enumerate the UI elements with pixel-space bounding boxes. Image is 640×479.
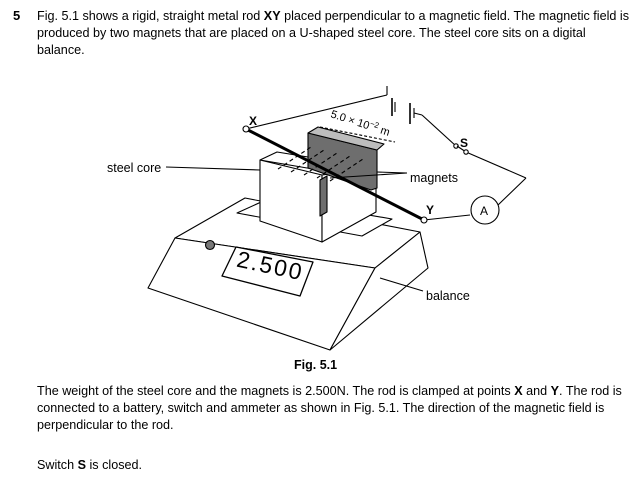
clamp-y xyxy=(420,216,428,224)
label-ammeter: A xyxy=(480,204,488,218)
label-balance: balance xyxy=(426,289,470,303)
label-y: Y xyxy=(426,203,434,217)
label-x: X xyxy=(249,114,257,128)
circuit-wire-right-down xyxy=(496,177,527,207)
switch-statement: Switch S is closed. xyxy=(37,458,142,472)
balance-right-side xyxy=(329,231,429,351)
figure-caption: Fig. 5.1 xyxy=(294,358,338,372)
ammeter-icon xyxy=(470,195,500,225)
label-magnets: magnets xyxy=(410,171,458,185)
question-intro: Fig. 5.1 shows a rigid, straight metal r… xyxy=(37,9,630,57)
circuit-wire-back xyxy=(245,94,388,130)
leader-steel-core xyxy=(165,166,261,171)
switch-icon xyxy=(453,143,469,155)
rod-xy xyxy=(245,127,425,222)
battery-icon xyxy=(386,86,423,124)
circuit-wire-right xyxy=(465,151,527,179)
leader-balance xyxy=(379,277,424,292)
clamp-x xyxy=(242,125,250,133)
leader-magnets xyxy=(329,172,408,179)
circuit-wire-front xyxy=(423,214,471,221)
dimension-line xyxy=(319,126,396,143)
question-body: The weight of the steel core and the mag… xyxy=(37,384,622,432)
leader-magnets-2 xyxy=(376,171,408,174)
label-switch: S xyxy=(460,136,468,150)
magnet-back-top xyxy=(307,126,385,151)
label-steel-core: steel core xyxy=(107,161,161,175)
circuit-wire-top-right xyxy=(421,114,457,147)
balance-button xyxy=(204,239,216,251)
balance-display xyxy=(221,246,314,297)
magnet-front xyxy=(319,175,328,217)
question-number: 5 xyxy=(13,8,21,23)
